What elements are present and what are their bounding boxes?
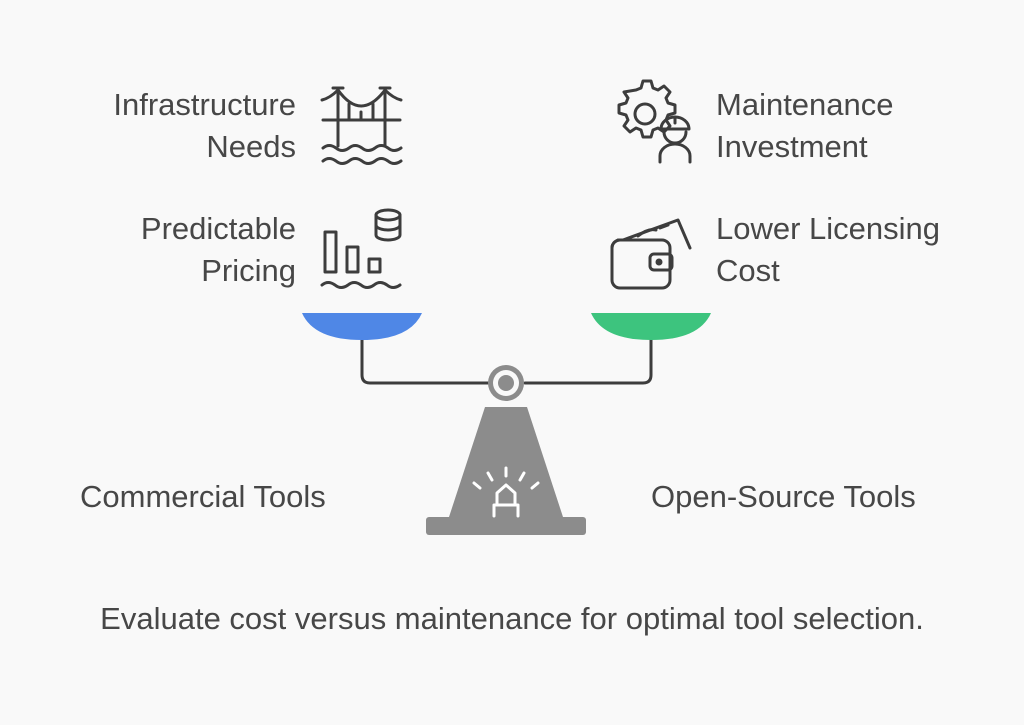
gear-worker-icon <box>617 79 692 164</box>
commercial-tools-label: Commercial Tools <box>80 479 326 514</box>
bridge-icon <box>320 86 403 165</box>
right-pan <box>591 313 711 340</box>
predictable-pricing-label: Predictable Pricing <box>140 211 296 288</box>
infrastructure-needs-label: Infrastructure Needs <box>113 87 296 164</box>
lower-licensing-cost-label: Lower Licensing Cost <box>716 211 941 288</box>
scale-pivot <box>488 365 524 401</box>
open-source-tools-label: Open-Source Tools <box>651 479 916 514</box>
left-pan <box>302 313 422 340</box>
bar-chart-coins-icon <box>320 208 402 289</box>
maintenance-investment-label: Maintenance Investment <box>716 87 894 164</box>
wallet-icon <box>610 218 692 290</box>
diagram-caption: Evaluate cost versus maintenance for opt… <box>100 601 924 636</box>
scale-stand <box>426 407 586 535</box>
light-icon <box>472 466 540 518</box>
scale-beam <box>360 338 653 385</box>
